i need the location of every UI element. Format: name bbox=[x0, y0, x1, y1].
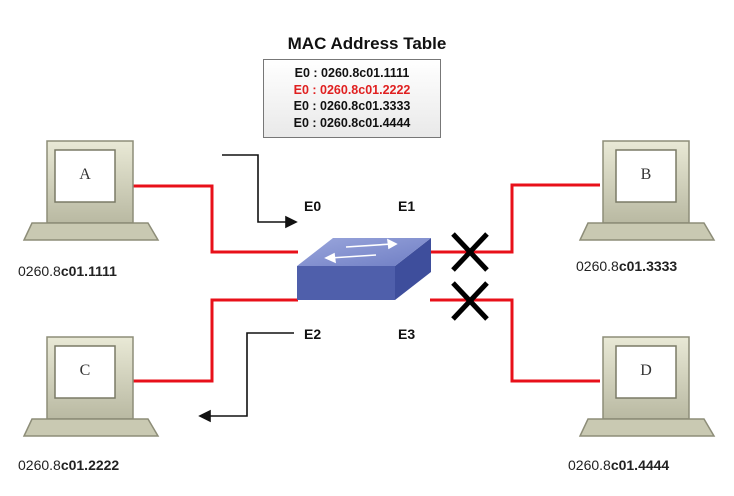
host-a-address: 0260.8c01.1111 bbox=[18, 263, 117, 279]
mac-table-title: MAC Address Table bbox=[287, 34, 447, 53]
link-c-e2 bbox=[133, 298, 298, 383]
ingress-arrow bbox=[222, 154, 294, 223]
pc-c-label: C bbox=[79, 362, 91, 379]
blocked-x-e1 bbox=[451, 232, 489, 272]
host-d-address: 0260.8c01.4444 bbox=[568, 457, 669, 473]
flow-arrows bbox=[198, 154, 298, 423]
address-prefix: 0260.8 bbox=[18, 263, 61, 279]
port-label-e1: E1 bbox=[398, 198, 416, 214]
egress-arrowhead bbox=[198, 409, 211, 423]
pc-b-label: B bbox=[640, 166, 652, 183]
address-suffix: c01.1111 bbox=[60, 263, 117, 279]
host-c-address: 0260.8c01.2222 bbox=[18, 457, 119, 473]
pc-a-icon bbox=[22, 140, 160, 241]
address-suffix: c01.4444 bbox=[610, 457, 670, 473]
mac-table-row: E0 : 0260.8c01.3333 bbox=[293, 99, 411, 113]
host-b-address: 0260.8c01.3333 bbox=[576, 258, 677, 274]
blocked-marks bbox=[451, 232, 489, 321]
pc-a-label: A bbox=[79, 166, 91, 183]
port-label-e3: E3 bbox=[398, 326, 416, 342]
mac-table-row: E0 : 0260.8c01.4444 bbox=[293, 115, 411, 130]
link-e3-d bbox=[430, 298, 600, 383]
ingress-arrowhead bbox=[285, 215, 298, 229]
pc-d-icon bbox=[578, 336, 716, 437]
pc-c-icon bbox=[22, 336, 160, 437]
pc-d-label: D bbox=[640, 362, 652, 379]
port-label-e0: E0 bbox=[304, 198, 322, 214]
address-suffix: c01.2222 bbox=[60, 457, 120, 473]
address-prefix: 0260.8 bbox=[568, 457, 611, 473]
switch-side-right bbox=[395, 238, 431, 300]
address-prefix: 0260.8 bbox=[18, 457, 61, 473]
mac-table-row: E0 : 0260.8c01.1111 bbox=[294, 66, 410, 80]
switch-front bbox=[297, 266, 395, 300]
switch bbox=[297, 238, 431, 300]
address-suffix: c01.3333 bbox=[618, 258, 678, 274]
pc-b-icon bbox=[578, 140, 716, 241]
mac-table-row-highlighted: E0 : 0260.8c01.2222 bbox=[293, 82, 411, 97]
link-e1-b bbox=[430, 183, 600, 254]
address-prefix: 0260.8 bbox=[576, 258, 619, 274]
egress-arrow bbox=[205, 332, 294, 417]
link-a-e0 bbox=[133, 184, 298, 254]
mac-address-table: E0 : 0260.8c01.1111 E0 : 0260.8c01.2222 … bbox=[263, 59, 441, 138]
port-label-e2: E2 bbox=[304, 326, 322, 342]
blocked-x-e3 bbox=[451, 281, 489, 321]
